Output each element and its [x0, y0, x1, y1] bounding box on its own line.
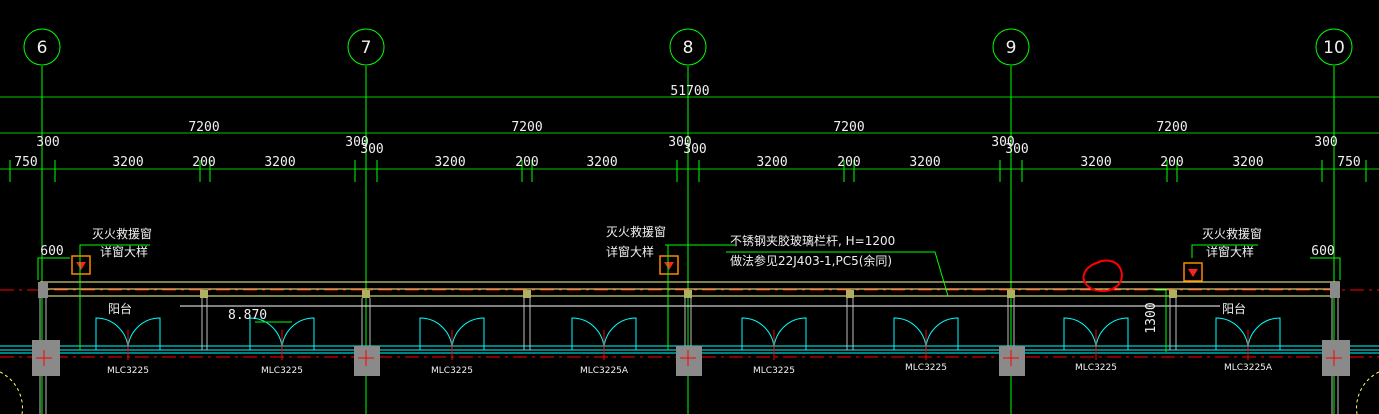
dim-detail: 3200: [1232, 155, 1263, 170]
window-tag: MLC3225: [107, 366, 149, 376]
dim-wall: 300: [345, 135, 368, 150]
dim-side-600: 600: [1311, 244, 1334, 259]
fire-window-label: 灭火救援窗: [92, 226, 152, 241]
dim-detail: 3200: [112, 155, 143, 170]
dim-detail: 200: [192, 155, 215, 170]
window-tag: MLC3225A: [580, 366, 629, 376]
dim-detail: 3200: [434, 155, 465, 170]
corner-arcs: [0, 371, 1379, 414]
railing-note-line-2: 做法参见22J403-1,PC5(余同): [730, 253, 892, 268]
fire-window-label: 灭火救援窗: [606, 224, 666, 239]
window-detail-label: 详窗大样: [100, 244, 148, 259]
leader-lines: [79, 244, 1258, 352]
door-centerlines: [127, 330, 1249, 360]
axis-label: 6: [37, 38, 48, 58]
dim-wall: 300: [668, 135, 691, 150]
dim-detail: 3200: [909, 155, 940, 170]
dim-detail: 200: [515, 155, 538, 170]
window-detail-label: 详窗大样: [1206, 244, 1254, 259]
column-crosses: [36, 350, 1342, 366]
balcony-label: 阳台: [108, 301, 132, 316]
dim-detail: 3200: [1080, 155, 1111, 170]
dim-detail: 750: [1337, 155, 1360, 170]
window-tag: MLC3225: [905, 363, 947, 373]
dim-wall: 300: [36, 135, 59, 150]
side-dim-lines: [37, 257, 1341, 280]
height-dim: 1300: [1144, 302, 1159, 333]
axis-bubbles: 6 7 8 9 10: [23, 28, 1353, 66]
center-line: [0, 289, 1379, 358]
window-detail-label: 详窗大样: [606, 244, 654, 259]
dim-bay: 7200: [1156, 120, 1187, 135]
dim-wall: 300: [1314, 135, 1337, 150]
door-swings: [95, 317, 1281, 351]
dim-wall: 300: [991, 135, 1014, 150]
dim-side-600: 600: [40, 244, 63, 259]
elevation-label: 8.870: [228, 308, 267, 323]
dim-bay: 7200: [188, 120, 219, 135]
dim-detail: 200: [837, 155, 860, 170]
axis-bubble: [347, 28, 385, 66]
dim-wall: 300: [683, 142, 706, 157]
window-tag: MLC3225: [1075, 363, 1117, 373]
dim-detail: 3200: [586, 155, 617, 170]
fire-window-markers: [71, 255, 1203, 282]
window-tag: MLC3225: [261, 366, 303, 376]
window-tag: MLC3225: [431, 366, 473, 376]
fire-window-label: 灭火救援窗: [1202, 226, 1262, 241]
dim-detail: 3200: [756, 155, 787, 170]
balcony-label: 阳台: [1222, 301, 1246, 316]
dim-wall: 300: [360, 142, 383, 157]
axis-bubble: [669, 28, 707, 66]
window-tag: MLC3225: [753, 366, 795, 376]
dim-ticks: [9, 160, 1367, 182]
dim-bay: 7200: [511, 120, 542, 135]
railing-posts: [200, 290, 1177, 298]
railing-note-line-1: 不锈钢夹胶玻璃栏杆, H=1200: [730, 233, 895, 248]
window-tag: MLC3225A: [1224, 363, 1273, 373]
dim-detail: 3200: [264, 155, 295, 170]
axis-label: 9: [1006, 38, 1017, 58]
dimension-lines: [0, 96, 1379, 170]
dim-detail: 750: [14, 155, 37, 170]
axis-label: 10: [1323, 38, 1345, 58]
dim-bay: 7200: [833, 120, 864, 135]
markup-circle: [1082, 259, 1123, 292]
axis-label: 8: [683, 38, 694, 58]
axis-bubble: [992, 28, 1030, 66]
axis-label: 7: [361, 38, 372, 58]
axis-bubble: [23, 28, 61, 66]
axis-bubble: [1315, 28, 1353, 66]
dim-overall: 51700: [670, 84, 709, 99]
dim-wall: 300: [1005, 142, 1028, 157]
dim-detail: 200: [1160, 155, 1183, 170]
